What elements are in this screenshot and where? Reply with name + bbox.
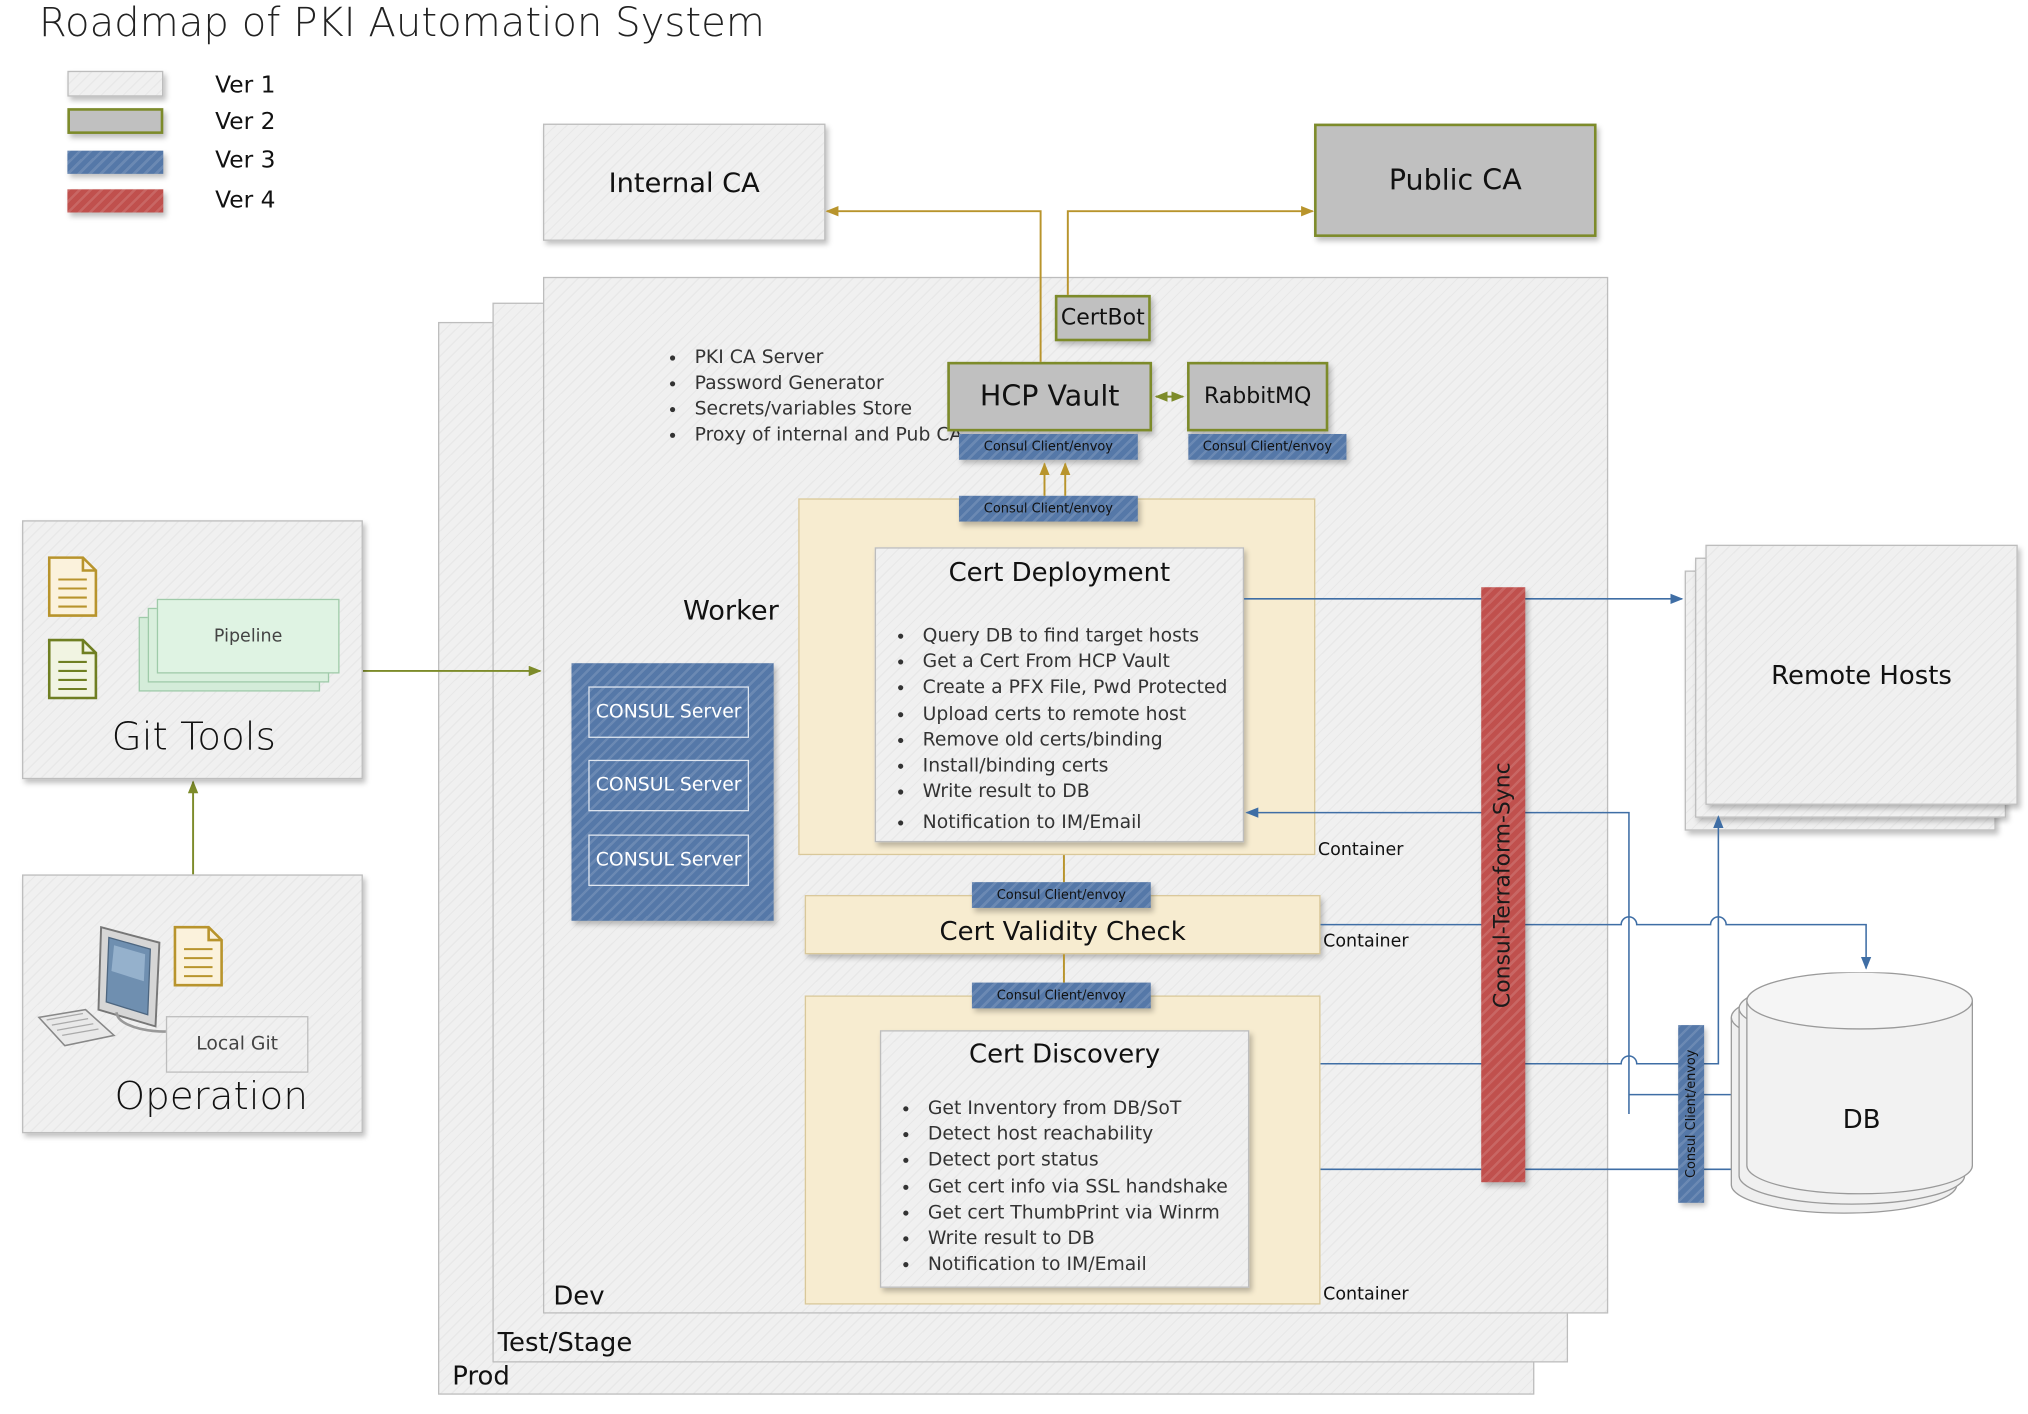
- legend-label-ver3: Ver 3: [215, 146, 276, 174]
- document-icon: [47, 556, 98, 617]
- vault-consul-client: Consul Client/envoy: [958, 433, 1138, 460]
- discovery-step: Get Inventory from DB/SoT: [923, 1096, 1228, 1122]
- public-ca-box: Public CA: [1314, 123, 1597, 237]
- document-icon: [47, 638, 98, 700]
- legend-label-ver4: Ver 4: [215, 186, 276, 214]
- validity-to-db-arrow: [1320, 916, 1872, 970]
- validity-consul-client: Consul Client/envoy: [971, 882, 1151, 908]
- git-tools-box: Pipeline Git Tools: [22, 520, 363, 780]
- vault-feature-item: PKI CA Server: [689, 345, 962, 371]
- legend-swatch-ver1: [67, 70, 164, 97]
- certbot-box: CertBot: [1054, 294, 1151, 342]
- git-tools-title: Git Tools: [111, 714, 276, 760]
- cert-discovery-box: Cert Discovery Get Inventory from DB/SoT…: [879, 1030, 1250, 1288]
- internal-ca-label: Internal CA: [608, 166, 760, 198]
- rabbitmq-consul-client: Consul Client/envoy: [1188, 433, 1347, 460]
- db-to-deployment-arrow: [1245, 807, 1630, 1114]
- consul-server-node: CONSUL Server: [588, 834, 750, 887]
- deployment-step: Create a PFX File, Pwd Protected: [917, 675, 1228, 701]
- legend-swatch-ver3: [67, 150, 164, 174]
- computer-icon: [37, 925, 192, 1047]
- hcp-vault-label: HCP Vault: [979, 380, 1120, 413]
- worker-label: Worker: [682, 594, 779, 626]
- legend: Ver 1 Ver 2 Ver 3 Ver 4: [67, 70, 300, 219]
- cert-validity-check-box: Cert Validity Check: [804, 895, 1321, 955]
- validity-container-label: Container: [1323, 931, 1409, 952]
- operation-title: Operation: [114, 1074, 308, 1120]
- rabbitmq-label: RabbitMQ: [1203, 383, 1312, 410]
- deployment-step: Get a Cert From HCP Vault: [917, 649, 1227, 675]
- cert-discovery-steps: Get Inventory from DB/SoT Detect host re…: [894, 1096, 1228, 1278]
- test-stage-label: Test/Stage: [497, 1326, 633, 1358]
- internal-ca-box: Internal CA: [542, 123, 826, 241]
- discovery-step: Notification to IM/Email: [923, 1252, 1228, 1278]
- rabbitmq-box: RabbitMQ: [1187, 361, 1329, 432]
- discovery-step: Get cert info via SSL handshake: [923, 1174, 1228, 1200]
- consul-terraform-sync-label: Consul-Terraform-Sync: [1490, 761, 1517, 1008]
- certbot-label: CertBot: [1060, 305, 1145, 331]
- remote-hosts-label: Remote Hosts: [1771, 659, 1952, 691]
- cert-validity-check-title: Cert Validity Check: [939, 914, 1186, 946]
- cert-deployment-title: Cert Deployment: [948, 556, 1171, 588]
- local-git-label: Local Git: [196, 1034, 279, 1055]
- cert-deployment-box: Cert Deployment Query DB to find target …: [874, 547, 1245, 843]
- vault-feature-item: Password Generator: [689, 371, 962, 397]
- db-label: DB: [1842, 1103, 1881, 1135]
- deployment-step: Query DB to find target hosts: [917, 623, 1227, 649]
- consul-server-cluster: CONSUL Server CONSUL Server CONSUL Serve…: [571, 663, 774, 921]
- consul-server-node: CONSUL Server: [588, 686, 750, 738]
- deployment-step: Install/binding certs: [917, 753, 1227, 779]
- legend-label-ver1: Ver 1: [215, 72, 276, 100]
- diagram-title: Roadmap of PKI Automation System: [38, 0, 765, 47]
- discovery-step: Detect host reachability: [923, 1122, 1228, 1148]
- deployment-step: Remove old certs/binding: [917, 727, 1227, 753]
- remote-hosts-box: Remote Hosts: [1705, 544, 2018, 805]
- vault-feature-list: PKI CA Server Password Generator Secrets…: [661, 345, 963, 448]
- legend-swatch-ver4: [67, 189, 164, 213]
- deployment-step: Write result to DB: [917, 779, 1227, 805]
- db-consul-client-label: Consul Client/envoy: [1684, 1049, 1699, 1179]
- operation-box: Local Git Operation: [22, 874, 363, 1134]
- public-ca-label: Public CA: [1388, 164, 1522, 197]
- vault-to-internal-ca-line: [825, 206, 1042, 362]
- certbot-to-public-ca-line: [1066, 206, 1315, 295]
- local-git-box: Local Git: [165, 1016, 309, 1073]
- discovery-step: Detect port status: [923, 1148, 1228, 1174]
- db-cylinder-stack: [1730, 972, 1974, 1214]
- cert-discovery-title: Cert Discovery: [969, 1037, 1161, 1069]
- discovery-step: Get cert ThumbPrint via Winrm: [923, 1200, 1228, 1226]
- deployment-container-label: Container: [1317, 839, 1404, 861]
- db-cylinder-front: [1746, 972, 1974, 1195]
- legend-swatch-ver2: [67, 108, 164, 134]
- pipeline-label: Pipeline: [213, 625, 283, 647]
- deployment-consul-client: Consul Client/envoy: [958, 495, 1138, 522]
- discovery-consul-client: Consul Client/envoy: [971, 982, 1151, 1009]
- vault-feature-item: Proxy of internal and Pub CA: [689, 422, 963, 448]
- cert-deployment-steps: Query DB to find target hosts Get a Cert…: [889, 623, 1228, 837]
- discovery-step: Write result to DB: [923, 1226, 1228, 1252]
- discovery-to-remote-hosts-arrow: [1320, 815, 1724, 1065]
- consul-terraform-sync-bar: Consul-Terraform-Sync: [1481, 587, 1526, 1183]
- deployment-step: Upload certs to remote host: [917, 701, 1227, 727]
- hcp-vault-box: HCP Vault: [947, 361, 1153, 432]
- dev-label: Dev: [553, 1280, 605, 1311]
- discovery-container-label: Container: [1323, 1283, 1409, 1305]
- consul-server-node: CONSUL Server: [588, 759, 750, 812]
- db-consul-client: Consul Client/envoy: [1678, 1025, 1705, 1203]
- prod-label: Prod: [452, 1359, 510, 1391]
- pipeline-box: Pipeline: [156, 598, 340, 674]
- legend-label-ver2: Ver 2: [215, 108, 276, 136]
- document-icon: [173, 925, 223, 987]
- vault-feature-item: Secrets/variables Store: [689, 397, 962, 423]
- deployment-step: Notification to IM/Email: [917, 811, 1227, 837]
